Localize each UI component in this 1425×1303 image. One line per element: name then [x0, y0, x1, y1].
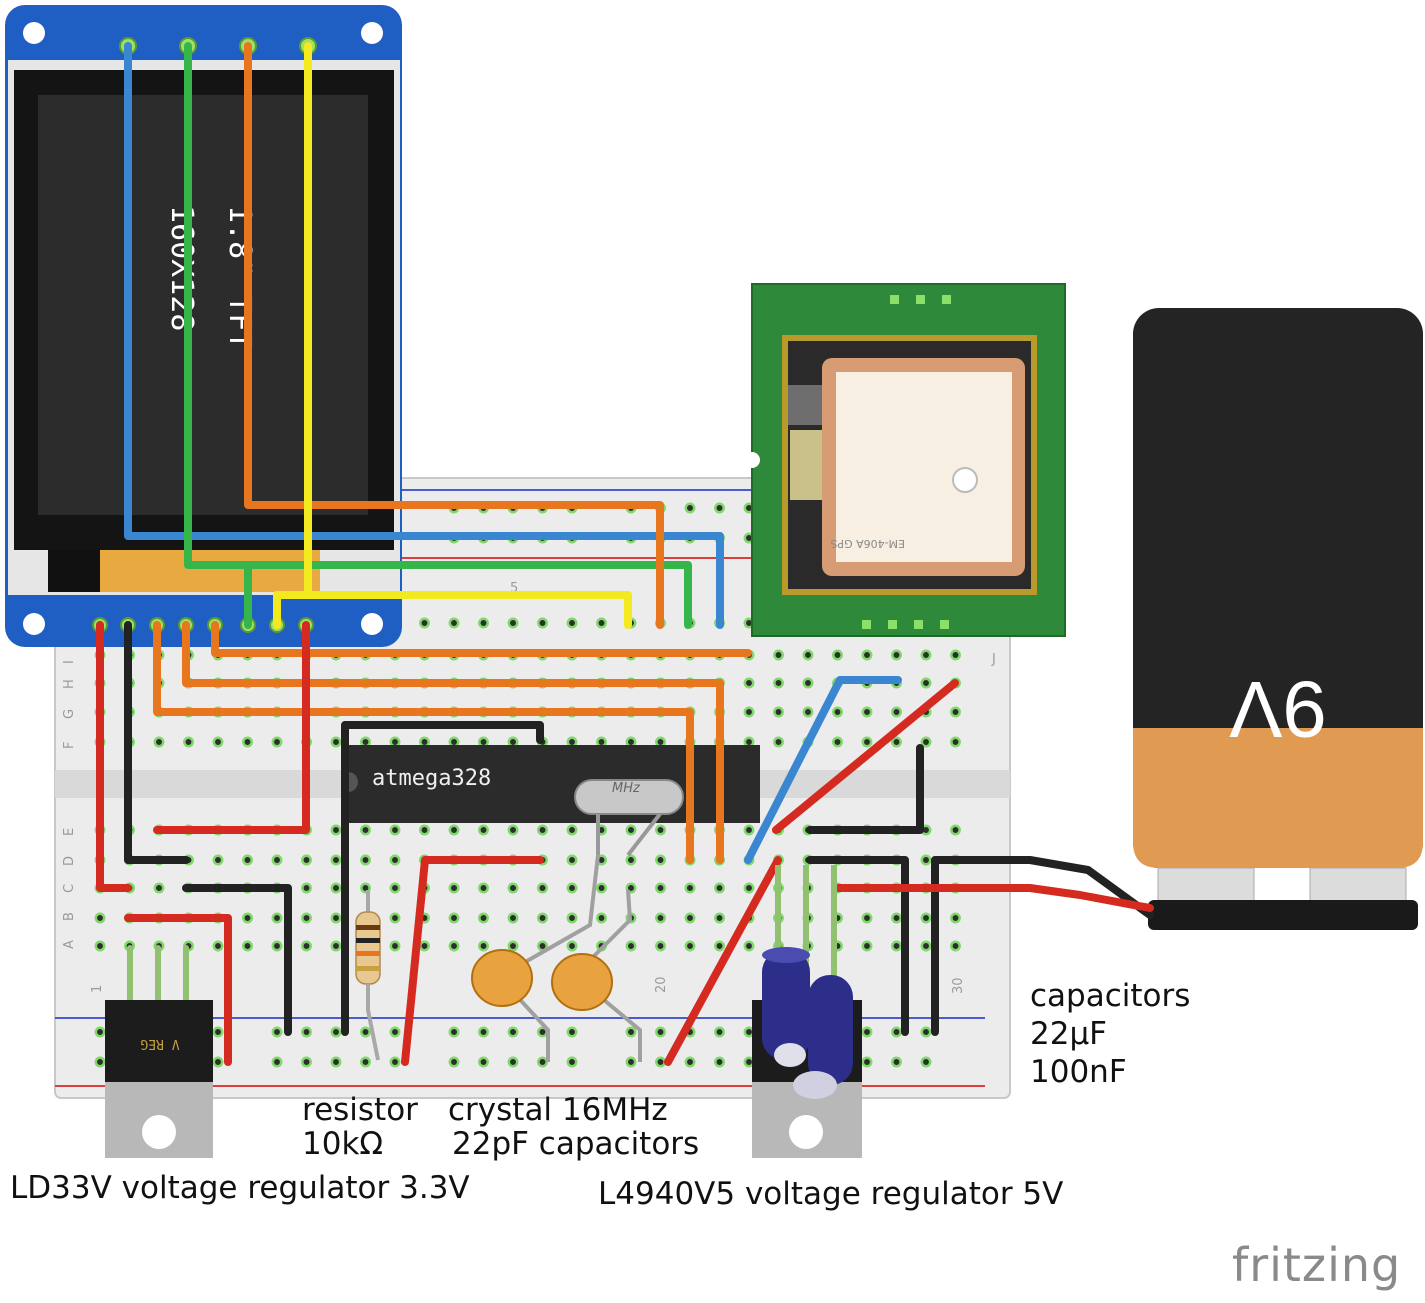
row-letter-f: F: [62, 742, 77, 749]
wire-black-2: [182, 884, 292, 1036]
capacitors-annotation-line3: 100nF: [1030, 1054, 1127, 1090]
wire-orange-tft: [244, 42, 664, 629]
gps-module: EM-406A GPS: [744, 283, 1066, 637]
resistor-annotation-line1: resistor: [302, 1092, 418, 1128]
regulator-3v3-marking: V REG: [140, 1036, 179, 1051]
col-number-1: 1: [90, 985, 105, 993]
gps-label: EM-406A GPS: [830, 537, 905, 550]
wires: [96, 42, 1154, 1066]
row-letter-d: D: [62, 856, 77, 866]
wire-red-battery: [834, 884, 1154, 912]
capacitors-annotation-line2: 22µF: [1030, 1016, 1108, 1052]
capacitors-annotation-line1: capacitors: [1030, 978, 1191, 1014]
breadboard-letters: J I H G F E D C B A 1 5 20 30: [62, 581, 996, 994]
row-letter-j: J: [991, 652, 996, 667]
crystal-label: MHz: [612, 781, 641, 796]
battery: 9V: [1133, 308, 1423, 930]
chip-label: atmega328: [372, 766, 491, 791]
electrolytic-capacitor: [762, 947, 853, 1099]
row-letter-i: I: [62, 660, 77, 664]
wire-red-1: [96, 621, 132, 892]
wire-yellow-bus: [273, 591, 632, 629]
battery-label: 9V: [1228, 665, 1326, 754]
col-number-30: 30: [951, 977, 966, 994]
crystal: MHz: [574, 779, 684, 857]
wire-black-5: [806, 856, 909, 1036]
resistor: [355, 890, 381, 1061]
col-number-5: 5: [510, 581, 518, 596]
wire-black-3: [341, 721, 544, 1036]
wire-red-4: [401, 856, 544, 1066]
fritzing-logo: fritzing: [1232, 1238, 1402, 1292]
regulator-3v3-annotation: LD33V voltage regulator 3.3V: [10, 1170, 470, 1206]
row-letter-h: H: [62, 679, 77, 689]
wire-green-tft: [184, 42, 692, 629]
tft-resolution-label: 160X128: [164, 205, 199, 331]
wire-black-1: [124, 621, 190, 864]
col-number-20: 20: [654, 976, 669, 993]
atmega328-chip: atmega328: [348, 745, 760, 823]
crystal-annotation-line1: crystal 16MHz: [448, 1092, 668, 1128]
wire-orange-2: [182, 621, 724, 864]
regulator-5v-annotation: L4940V5 voltage regulator 5V: [598, 1176, 1064, 1212]
wire-black-4: [806, 744, 924, 834]
ceramic-capacitors: [471, 854, 642, 1062]
row-letter-c: C: [62, 884, 77, 893]
wire-red-5: [772, 679, 959, 834]
wire-black-battery: [931, 856, 1154, 1036]
wire-red-3: [124, 914, 232, 1066]
row-letter-a: A: [62, 940, 77, 949]
regulator-3v3: V REG: [105, 1000, 213, 1158]
crystal-annotation-line2: 22pF capacitors: [452, 1126, 700, 1162]
wire-orange-3: [153, 621, 694, 864]
resistor-annotation-line2: 10kΩ: [302, 1126, 384, 1162]
wire-orange-1: [211, 621, 752, 657]
row-letter-g: G: [62, 709, 77, 719]
row-letter-b: B: [62, 912, 77, 921]
wire-red-2: [153, 621, 310, 834]
row-letter-e: E: [62, 828, 77, 836]
tft-display: 1.8" TFT 160X128: [5, 5, 402, 647]
wire-red-6: [664, 856, 782, 1066]
wire-blue-gps: [744, 676, 902, 864]
wire-blue-tft: [124, 42, 724, 629]
